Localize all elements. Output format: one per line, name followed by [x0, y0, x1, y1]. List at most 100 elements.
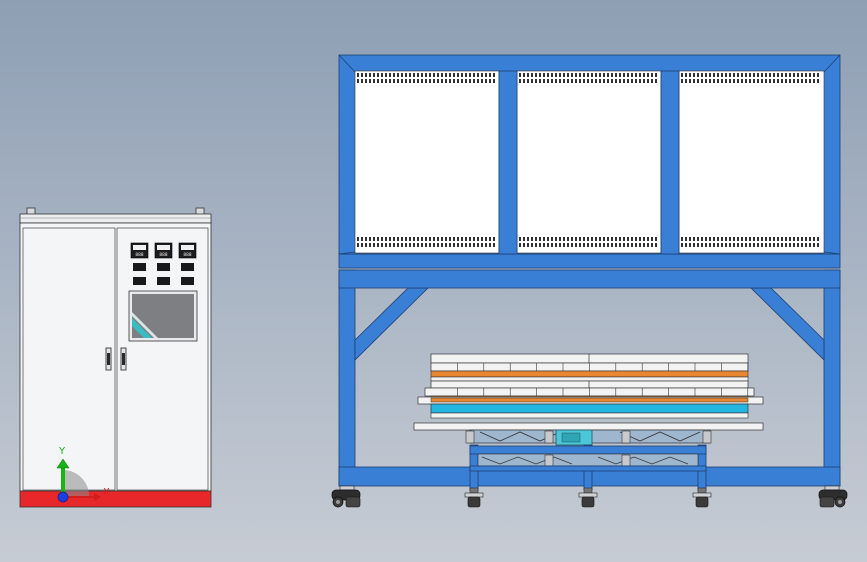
vent-slot	[465, 237, 467, 241]
vent-slot	[417, 243, 419, 247]
leveling-foot-right[interactable]	[692, 487, 712, 508]
vent-slot	[717, 243, 719, 247]
vent-slot	[655, 73, 657, 77]
vent-slot	[805, 237, 807, 241]
frame-leg-right	[823, 269, 841, 487]
lift-undercarriage[interactable]	[464, 429, 712, 508]
vent-slot	[421, 73, 423, 77]
vent-slot	[535, 237, 537, 241]
vent-slot	[389, 73, 391, 77]
control-button[interactable]	[133, 277, 146, 285]
vent-slot	[421, 79, 423, 83]
control-button[interactable]	[133, 263, 146, 271]
vent-slot	[481, 243, 483, 247]
control-button[interactable]	[157, 277, 170, 285]
vent-slot	[615, 243, 617, 247]
vent-slot	[701, 79, 703, 83]
vent-slot	[397, 73, 399, 77]
vent-slot	[595, 79, 597, 83]
cabinet-right-door[interactable]	[116, 227, 209, 491]
vent-slot	[527, 237, 529, 241]
leveling-foot-center[interactable]	[578, 487, 598, 508]
vent-slot	[639, 237, 641, 241]
furnace-assembly[interactable]	[331, 54, 848, 508]
control-button[interactable]	[181, 263, 194, 271]
vent-slot	[647, 243, 649, 247]
vent-slot	[619, 79, 621, 83]
vent-slot	[615, 237, 617, 241]
vent-slot	[749, 79, 751, 83]
caster-wheel-left[interactable]	[331, 485, 361, 508]
vent-slot	[473, 237, 475, 241]
vent-slot	[611, 243, 613, 247]
vent-slot	[631, 79, 633, 83]
vent-slot	[785, 79, 787, 83]
vent-slot	[705, 79, 707, 83]
vent-slot	[773, 237, 775, 241]
vent-slot	[397, 79, 399, 83]
caster-wheel-right[interactable]	[818, 485, 848, 508]
vent-slot	[639, 79, 641, 83]
vent-slot	[563, 79, 565, 83]
vent-slot	[655, 237, 657, 241]
cabinet-left-door[interactable]	[22, 227, 116, 491]
vent-slot	[647, 73, 649, 77]
vent-slot	[357, 243, 359, 247]
brace-right	[750, 287, 825, 361]
vent-slot	[555, 73, 557, 77]
vent-slot	[705, 243, 707, 247]
vent-slot	[559, 237, 561, 241]
vent-slot	[409, 79, 411, 83]
vent-slot	[583, 243, 585, 247]
vent-slot	[655, 243, 657, 247]
vent-slot	[773, 73, 775, 77]
vent-slot	[437, 237, 439, 241]
vent-slot	[547, 79, 549, 83]
hmi-touch-screen[interactable]	[128, 290, 198, 342]
vent-slot	[777, 237, 779, 241]
vent-slot	[381, 79, 383, 83]
control-button[interactable]	[181, 277, 194, 285]
chamber-panel-right[interactable]	[678, 70, 825, 254]
control-cabinet[interactable]: 888 888 888	[19, 207, 212, 508]
vent-slot	[655, 79, 657, 83]
vent-slot	[493, 73, 495, 77]
vent-slot	[429, 73, 431, 77]
vent-slot	[643, 73, 645, 77]
vent-slot	[433, 79, 435, 83]
vent-slot	[523, 243, 525, 247]
vent-slot	[761, 79, 763, 83]
vent-slot	[643, 237, 645, 241]
vent-slot	[805, 73, 807, 77]
vent-slot	[781, 243, 783, 247]
leveling-foot-left[interactable]	[464, 487, 484, 508]
vent-slot	[651, 243, 653, 247]
vent-slot	[519, 73, 521, 77]
vent-slot	[409, 237, 411, 241]
vent-slot	[361, 243, 363, 247]
vent-slot	[559, 73, 561, 77]
sample-tray-stack[interactable]	[413, 353, 764, 431]
chamber-panel-left[interactable]	[354, 70, 500, 254]
vent-slot	[401, 237, 403, 241]
gauge-1[interactable]: 888	[130, 242, 149, 259]
vent-slot	[465, 243, 467, 247]
vent-slot	[753, 79, 755, 83]
vent-slot	[377, 237, 379, 241]
gauge-2[interactable]: 888	[154, 242, 173, 259]
x-axis-label: X	[103, 487, 110, 498]
vent-slot	[713, 79, 715, 83]
chamber-divider-1	[498, 70, 518, 255]
gauge-3[interactable]: 888	[178, 242, 197, 259]
chamber-panel-center[interactable]	[516, 70, 662, 254]
control-button[interactable]	[157, 263, 170, 271]
vent-slot	[817, 237, 819, 241]
vent-slot	[709, 73, 711, 77]
vent-slot	[733, 237, 735, 241]
vent-slot	[531, 73, 533, 77]
vent-slot	[547, 237, 549, 241]
vent-slot	[531, 237, 533, 241]
vent-slot	[737, 73, 739, 77]
